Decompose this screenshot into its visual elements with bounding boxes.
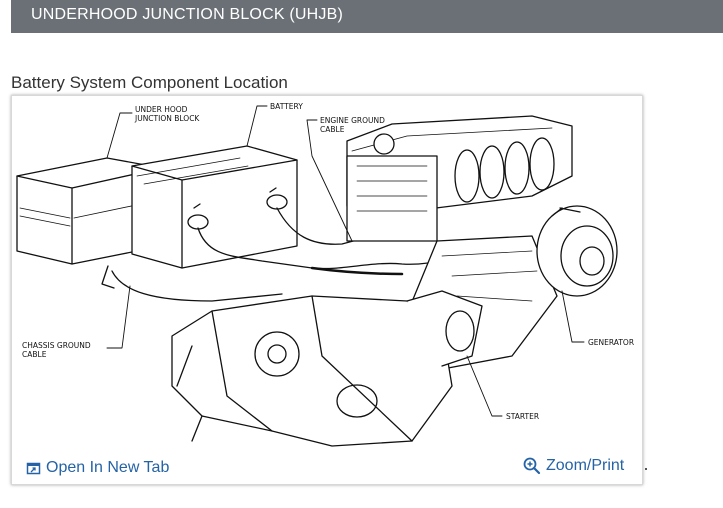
label-generator: GENERATOR (588, 338, 634, 347)
label-engine-ground-cable: CABLE (320, 125, 345, 134)
label-chassis-ground-cable: CABLE (22, 350, 47, 359)
zoom-print-link[interactable]: Zoom/Print (523, 457, 624, 475)
label-battery: BATTERY (270, 102, 303, 111)
label-under-hood: UNDER HOOD (135, 105, 188, 114)
figure-card: UNDER HOOD JUNCTION BLOCK BATTERY ENGINE… (11, 95, 643, 485)
open-in-new-tab-label: Open In New Tab (46, 459, 170, 476)
battery-system-diagram: UNDER HOOD JUNCTION BLOCK BATTERY ENGINE… (16, 102, 634, 447)
label-starter: STARTER (506, 412, 539, 421)
battery-drawing (131, 145, 298, 269)
generator-drawing (536, 205, 618, 297)
callout-leaders (106, 105, 585, 417)
transaxle-drawing (171, 290, 483, 447)
section-title: Battery System Component Location (11, 73, 288, 92)
figure-footer: Open In New Tab Zoom/Print (12, 454, 642, 484)
divider-dot (645, 468, 647, 470)
open-in-new-tab-icon (26, 461, 41, 476)
magnifier-plus-icon (523, 457, 541, 475)
page-title: UNDERHOOD JUNCTION BLOCK (UHJB) (31, 6, 343, 23)
open-in-new-tab-link[interactable]: Open In New Tab (26, 459, 169, 477)
label-chassis-ground: CHASSIS GROUND (22, 341, 91, 350)
callout-labels: UNDER HOOD JUNCTION BLOCK BATTERY ENGINE… (22, 102, 634, 421)
header-bar: UNDERHOOD JUNCTION BLOCK (UHJB) (11, 0, 723, 33)
zoom-print-label: Zoom/Print (546, 457, 625, 474)
label-engine-ground: ENGINE GROUND (320, 116, 385, 125)
label-junction-block: JUNCTION BLOCK (134, 114, 200, 123)
